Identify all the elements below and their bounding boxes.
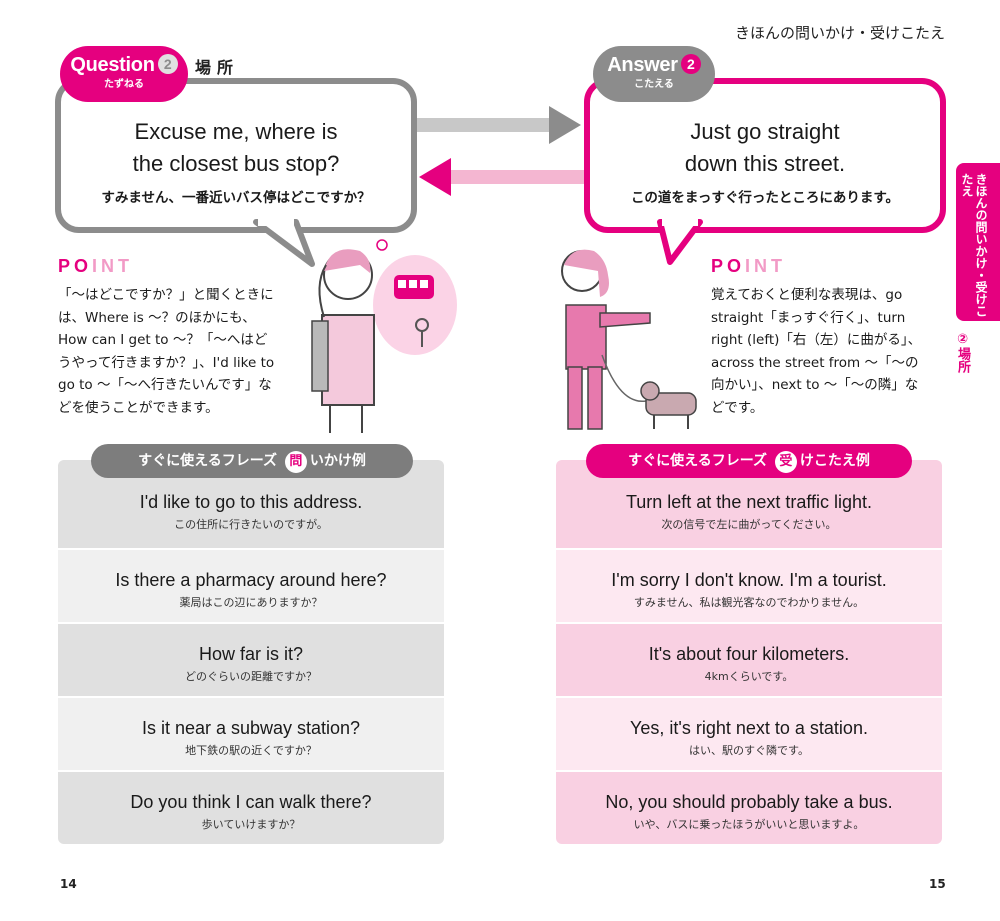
right-arrow-icon <box>549 106 581 144</box>
chapter-header: きほんの問いかけ・受けこたえ <box>734 24 945 42</box>
right-arrow-shaft <box>415 118 551 132</box>
answer-phrase-en: It's about four kilometers. <box>648 644 850 664</box>
point-title-left-b: INT <box>92 256 134 276</box>
question-phrase-row: How far is it? どのぐらいの距離ですか？ <box>58 624 444 696</box>
answer-en-line2: down this street. <box>684 151 846 176</box>
questions-tag-kanji: 問 <box>284 451 307 473</box>
question-phrase-ja: 薬局はこの辺にありますか？ <box>179 596 323 609</box>
page-number-left: 14 <box>60 877 77 891</box>
side-tab-text: きほんの問いかけ・受けこたえ <box>960 173 988 317</box>
point-right-line: 覚えておくと便利な表現は、go <box>711 287 903 303</box>
left-arrow-shaft <box>449 170 585 184</box>
pointing-person-illustration <box>561 249 697 430</box>
answer-phrase-ja: 次の信号で左に曲がってください。 <box>661 518 837 531</box>
questions-panel: I'd like to go to this address. この住所に行きた… <box>58 460 444 844</box>
answer-phrase-row: No, you should probably take a bus. いや、バ… <box>556 772 942 844</box>
question-ja: すみません、一番近いバス停はどこですか？ <box>101 190 371 206</box>
answer-phrase-row: It's about four kilometers. 4kmくらいです。 <box>556 624 942 696</box>
answer-phrase-en: No, you should probably take a bus. <box>605 792 893 812</box>
answer-phrase-en: I'm sorry I don't know. I'm a tourist. <box>611 570 887 590</box>
point-title-left-a: PO <box>58 256 93 276</box>
question-phrase-ja: 地下鉄の駅の近くですか？ <box>185 744 317 757</box>
point-body-left: 「〜はどこですか？」と聞くときに は、Where is 〜？のほかにも、 How… <box>58 284 298 419</box>
lost-person-illustration <box>311 239 457 433</box>
point-right-line: straight「まっすぐ行く」、turn <box>711 309 906 326</box>
question-phrase-row: Is there a pharmacy around here? 薬局はこの辺に… <box>58 550 444 622</box>
question-phrase-row: Is it near a subway station? 地下鉄の駅の近くですか… <box>58 698 444 770</box>
thought-bubble <box>373 255 457 355</box>
question-phrase-en: Do you think I can walk there? <box>130 792 372 812</box>
answer-number: 2 <box>680 54 701 74</box>
question-phrase-ja: この住所に行きたいのですが。 <box>174 518 328 531</box>
question-sub: たずねる <box>104 79 144 90</box>
question-phrase-row: Do you think I can walk there? 歩いていけますか？ <box>58 772 444 844</box>
point-body-right: 覚えておくと便利な表現は、go straight「まっすぐ行く」、turn ri… <box>711 284 943 419</box>
question-phrase-en: How far is it? <box>198 644 304 664</box>
answer-phrase-en: Yes, it's right next to a station. <box>630 718 868 738</box>
exchange-arrows <box>415 106 585 196</box>
question-label: Question <box>70 54 155 76</box>
point-left-line: How can I get to 〜？「〜へはど <box>58 332 268 348</box>
point-right-line: across the street from 〜「〜の <box>711 354 919 371</box>
answer-phrase-row: Yes, it's right next to a station. はい、駅の… <box>556 698 942 770</box>
dog-icon <box>645 392 697 416</box>
answer-label: Answer <box>607 54 678 76</box>
answers-tag-kanji: 受 <box>774 451 797 473</box>
dog-leash <box>601 354 647 402</box>
point-left-line: どを使うことができます。 <box>58 399 219 416</box>
answers-tag-prefix: すぐに使えるフレーズ <box>628 453 767 469</box>
answer-phrase-ja: すみません、私は観光客なのでわかりません。 <box>633 596 865 609</box>
point-right-line: 向かい」、next to 〜「〜の隣」な <box>711 377 919 393</box>
question-en-line2: the closest bus stop? <box>132 151 340 176</box>
answer-bubble: Just go straight down this street. この道をま… <box>584 78 946 233</box>
point-title-left: POINT <box>58 256 133 277</box>
point-left-line: は、Where is 〜？のほかにも、 <box>58 309 256 326</box>
answer-phrase-row: I'm sorry I don't know. I'm a tourist. す… <box>556 550 942 622</box>
point-left-line: うやって行きますか？」、I'd like to <box>58 354 275 371</box>
answer-sub: こたえる <box>634 79 674 90</box>
point-title-right: POINT <box>711 256 786 277</box>
question-en-line1: Excuse me, where is <box>134 119 338 144</box>
question-number: 2 <box>157 54 178 74</box>
questions-panel-tag: すぐに使えるフレーズ 問いかけ例 <box>91 444 413 478</box>
question-bubble: Excuse me, where is the closest bus stop… <box>55 78 417 233</box>
question-phrase-en: Is it near a subway station? <box>141 718 361 738</box>
chapter-side-tab: きほんの問いかけ・受けこたえ <box>956 163 1000 321</box>
question-phrase-en: Is there a pharmacy around here? <box>115 570 387 590</box>
questions-tag-suffix: いかけ例 <box>309 453 366 469</box>
question-phrase-en: I'd like to go to this address. <box>139 492 363 512</box>
answer-phrase-ja: いや、バスに乗ったほうがいいと思いますよ。 <box>633 818 865 831</box>
point-right-line: right (left)「右（左）に曲がる」、 <box>711 332 922 348</box>
answers-panel: Turn left at the next traffic light. 次の信… <box>556 460 942 844</box>
place-label: 場所 <box>195 58 240 77</box>
left-arrow-icon <box>419 158 451 196</box>
question-phrase-ja: 歩いていけますか？ <box>201 818 301 831</box>
answer-en-line1: Just go straight <box>690 119 840 144</box>
point-right-line: どです。 <box>711 399 764 416</box>
answer-phrase-ja: はい、駅のすぐ隣です。 <box>689 744 809 757</box>
question-bubble-tail <box>253 212 315 267</box>
answer-phrase-en: Turn left at the next traffic light. <box>625 492 873 512</box>
answers-panel-tag: すぐに使えるフレーズ 受けこたえ例 <box>586 444 912 478</box>
answers-tag-suffix: けこたえ例 <box>799 453 870 469</box>
answer-bubble-tail <box>657 212 703 265</box>
point-left-line: go to 〜「〜へ行きたいんです」な <box>58 377 272 393</box>
point-title-right-b: INT <box>745 256 787 276</box>
questions-tag-prefix: すぐに使えるフレーズ <box>138 453 277 469</box>
answer-phrase-ja: 4kmくらいです。 <box>704 670 794 683</box>
point-left-line: 「〜はどこですか？」と聞くときに <box>58 287 274 303</box>
question-phrase-ja: どのぐらいの距離ですか？ <box>185 670 317 683</box>
person-body <box>321 314 375 406</box>
page-number-right: 15 <box>929 877 946 891</box>
side-section-label: ②場所 <box>955 332 970 373</box>
point-title-right-a: PO <box>711 256 746 276</box>
answer-ja: この道をまっすぐ行ったところにあります。 <box>630 190 900 206</box>
